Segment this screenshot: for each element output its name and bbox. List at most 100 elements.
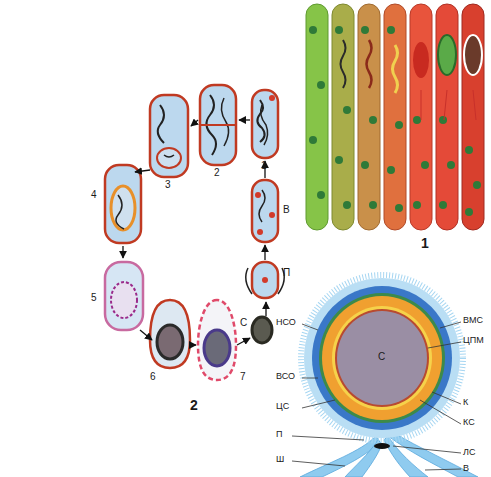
art-ellipse xyxy=(413,42,429,78)
art-path xyxy=(135,170,150,172)
part-label: Ш xyxy=(276,455,284,464)
art-path xyxy=(191,344,196,345)
art-path xyxy=(367,40,372,88)
art-path xyxy=(259,190,265,222)
cycle-arrows xyxy=(123,120,266,345)
art-path xyxy=(421,90,476,120)
art-circle xyxy=(439,116,447,124)
art-path xyxy=(191,120,198,126)
art-path xyxy=(150,300,190,368)
art-circle xyxy=(343,201,351,209)
art-path xyxy=(420,400,461,424)
art-g xyxy=(309,26,481,216)
art-rect xyxy=(252,262,278,298)
part-label: ЛС xyxy=(463,448,475,457)
art-path xyxy=(393,45,398,93)
art-path xyxy=(428,342,461,348)
art-circle xyxy=(447,161,455,169)
rod-series xyxy=(306,4,484,230)
cell-contents xyxy=(111,95,284,366)
art-path xyxy=(164,155,174,157)
art-path xyxy=(122,246,123,258)
figure-number: 2 xyxy=(190,398,198,412)
art-circle xyxy=(387,166,395,174)
art-rect xyxy=(252,180,278,242)
part-label: К xyxy=(463,398,468,407)
art-circle xyxy=(269,212,275,218)
art-circle xyxy=(262,277,268,283)
art-circle xyxy=(335,26,343,34)
art-rect xyxy=(200,85,236,165)
part-label: ВСО xyxy=(276,372,295,381)
art-circle xyxy=(413,116,421,124)
art-path xyxy=(292,461,345,466)
art-rect xyxy=(358,4,380,230)
part-label: В xyxy=(463,464,469,473)
art-path xyxy=(198,300,236,380)
callout-number: 4 xyxy=(91,190,97,200)
callout-number: 3 xyxy=(165,180,171,190)
art-rect xyxy=(384,4,406,230)
art-ellipse xyxy=(111,282,137,318)
art-path xyxy=(158,105,164,143)
part-label: КС xyxy=(463,418,475,427)
art-path xyxy=(246,268,285,294)
art-ellipse xyxy=(374,443,390,449)
art-path xyxy=(140,330,152,340)
art-circle xyxy=(439,201,447,209)
art-circle xyxy=(369,116,377,124)
art-ellipse xyxy=(322,296,442,420)
callout-number: 2 xyxy=(214,168,220,178)
art-ellipse xyxy=(464,35,482,75)
art-path xyxy=(116,195,124,229)
art-ellipse xyxy=(157,325,183,359)
art-ellipse xyxy=(252,317,272,343)
art-rect xyxy=(332,4,354,230)
art-rect xyxy=(462,4,484,230)
art-path xyxy=(261,105,268,145)
art-path xyxy=(239,119,250,120)
art-circle xyxy=(387,26,395,34)
spore-section xyxy=(301,275,463,449)
art-ellipse xyxy=(335,309,429,407)
art-circle xyxy=(343,106,351,114)
callout-number: 7 xyxy=(240,372,246,382)
art-path xyxy=(302,324,318,330)
part-label: П xyxy=(276,430,282,439)
art-path xyxy=(341,40,346,88)
art-path xyxy=(264,245,265,260)
art-ellipse xyxy=(312,286,452,430)
art-path xyxy=(265,302,266,316)
spore-appendages xyxy=(300,432,478,477)
part-label: ЦПМ xyxy=(463,336,484,345)
art-path xyxy=(292,436,364,440)
part-label: НСО xyxy=(276,318,296,327)
art-ellipse xyxy=(438,35,456,75)
art-circle xyxy=(395,204,403,212)
art-rect xyxy=(105,262,143,330)
art-path xyxy=(221,98,228,146)
art-ellipse xyxy=(332,306,432,410)
art-circle xyxy=(421,161,429,169)
art-circle xyxy=(465,146,473,154)
art-path xyxy=(425,469,461,470)
stage-letter: П xyxy=(283,268,290,278)
art-ellipse xyxy=(204,330,230,366)
art-circle xyxy=(335,156,343,164)
art-circle xyxy=(369,201,377,209)
art-circle xyxy=(317,81,325,89)
art-ellipse xyxy=(111,186,135,230)
art-circle xyxy=(465,208,473,216)
art-ellipse xyxy=(301,275,463,441)
art-path xyxy=(302,400,335,408)
part-label: ВМС xyxy=(463,316,483,325)
art-path xyxy=(237,338,250,345)
figure-number: 1 xyxy=(421,236,429,250)
art-circle xyxy=(361,26,369,34)
callout-number: 1 xyxy=(261,161,267,171)
part-label: С xyxy=(378,352,385,362)
sporulation-cycle xyxy=(105,85,278,380)
art-rect xyxy=(105,165,141,243)
